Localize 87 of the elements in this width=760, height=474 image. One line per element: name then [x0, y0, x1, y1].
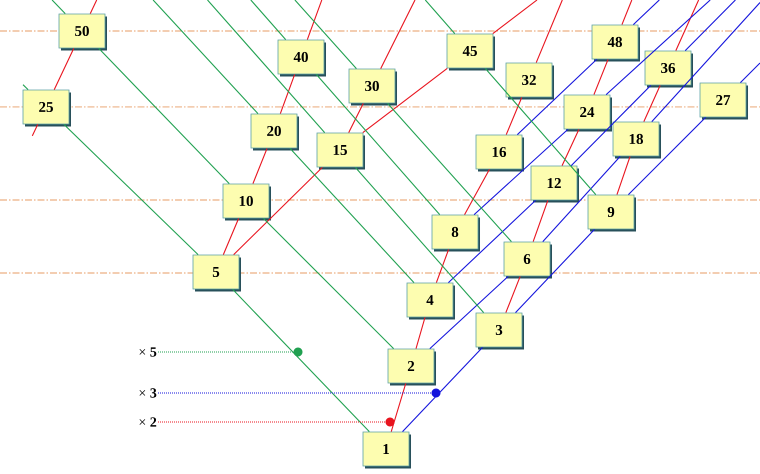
connector-line	[621, 0, 632, 25]
connector-line	[632, 0, 660, 25]
connector-line	[222, 218, 240, 255]
connector-line	[424, 0, 456, 34]
number-box: 32	[506, 62, 554, 100]
number-box: 27	[700, 82, 748, 120]
connector-line	[252, 148, 268, 184]
connector-line	[98, 48, 230, 184]
connector-line	[492, 0, 538, 34]
number-box: 36	[644, 50, 693, 88]
number-box: 40	[278, 40, 326, 76]
connector-line	[464, 169, 490, 215]
connector-line	[415, 317, 426, 349]
connector-line	[152, 0, 258, 114]
connector-line	[429, 276, 509, 349]
connector-line	[651, 2, 760, 122]
connector-line	[280, 74, 296, 114]
connector-line	[387, 103, 512, 242]
connector-line	[390, 383, 406, 432]
number-box: 12	[530, 166, 579, 202]
number-box: 3	[476, 312, 524, 350]
number-box: 9	[588, 194, 636, 232]
number-box: 25	[22, 90, 71, 126]
number-box: 45	[446, 34, 495, 70]
connector-line	[22, 84, 28, 90]
connector-line	[263, 218, 394, 349]
number-box: 10	[222, 184, 271, 220]
connector-line	[536, 0, 563, 63]
connector-line	[436, 249, 450, 283]
connector-line	[207, 0, 326, 133]
connector-line	[532, 200, 548, 242]
connector-line	[628, 117, 706, 195]
dot	[294, 348, 302, 356]
dot	[386, 418, 394, 426]
connector-line	[90, 0, 98, 14]
connector-line	[233, 167, 323, 255]
number-box: 5	[192, 254, 241, 292]
connector-line	[64, 124, 198, 255]
number-box: 50	[58, 14, 107, 50]
connector-line	[402, 347, 483, 432]
connector-line	[740, 62, 760, 83]
connector-line	[316, 74, 440, 215]
number-box: 6	[504, 242, 552, 278]
connector-line	[684, 0, 736, 51]
number-box: 16	[476, 134, 524, 172]
connector-line	[448, 200, 536, 283]
number-box: 18	[612, 122, 661, 158]
number-box: 48	[592, 24, 640, 62]
number-box: 2	[388, 348, 436, 386]
connector-line	[52, 0, 66, 14]
dot	[432, 388, 440, 398]
number-box: 15	[316, 132, 365, 170]
number-box: 20	[250, 114, 299, 150]
connector-line	[570, 85, 652, 166]
number-box: 30	[348, 68, 397, 106]
connector-line	[306, 0, 322, 40]
connector-line	[380, 0, 416, 69]
connector-line	[506, 97, 522, 135]
connector-line	[348, 103, 364, 133]
connector-line	[505, 276, 521, 313]
connector-line	[516, 59, 598, 135]
number-box: 8	[432, 214, 480, 252]
number-box: 1	[362, 432, 411, 468]
connector-line	[515, 229, 595, 313]
connector-line	[32, 124, 38, 136]
connector-line	[484, 68, 596, 195]
connector-line	[562, 129, 580, 166]
leader-line	[158, 392, 432, 394]
connector-line	[616, 156, 631, 195]
connector-line	[290, 148, 414, 283]
connector-line	[474, 128, 568, 215]
number-box: 4	[406, 282, 455, 320]
connector-line	[54, 48, 74, 90]
multiplier-label: × 5	[140, 347, 156, 357]
connector-line	[232, 289, 370, 432]
connector-line	[606, 0, 711, 95]
connector-line	[542, 156, 621, 242]
connector-line	[362, 68, 448, 134]
connector-line	[593, 59, 609, 95]
connector-line	[675, 0, 700, 51]
connector-line	[643, 85, 661, 122]
multiplier-label: × 3	[140, 388, 156, 398]
multiplier-label: × 2	[140, 417, 156, 427]
number-box: 24	[564, 94, 612, 132]
connector-line	[354, 167, 484, 313]
connector-line	[250, 0, 286, 40]
connector-line	[294, 0, 357, 69]
